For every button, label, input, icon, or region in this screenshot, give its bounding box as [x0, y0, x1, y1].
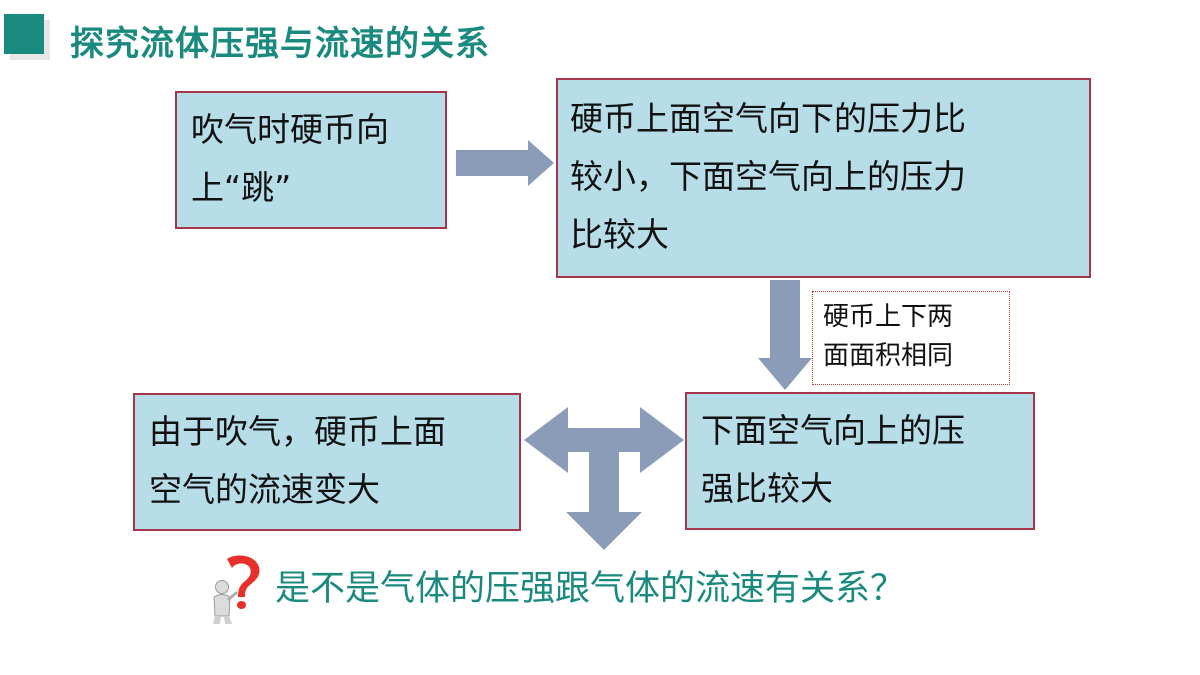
box-coin-jumps-line1: 吹气时硬币向: [191, 110, 389, 149]
right-arrow: [456, 140, 554, 186]
box-lower-pressure: 下面空气向上的压 强比较大: [685, 392, 1035, 530]
box-pressure-force-line1: 硬币上面空气向下的压力比: [570, 99, 966, 138]
title-decoration-square: [4, 14, 44, 54]
box-pressure-force: 硬币上面空气向下的压力比 较小，下面空气向上的压力 比较大: [556, 78, 1091, 278]
box-flow-speed-line1: 由于吹气，硬币上面: [149, 412, 446, 451]
note-same-area: 硬币上下两 面面积相同: [812, 291, 1010, 385]
note-same-area-line2: 面面积相同: [823, 341, 954, 371]
double-headed-arrow: [524, 407, 684, 473]
box-pressure-force-line3: 比较大: [570, 215, 669, 254]
question-text: 是不是气体的压强跟气体的流速有关系？: [275, 569, 906, 609]
box-lower-pressure-line2: 强比较大: [701, 469, 833, 508]
note-same-area-line1: 硬币上下两: [823, 302, 954, 332]
box-pressure-force-line2: 较小，下面空气向上的压力: [570, 157, 966, 196]
page-title: 探究流体压强与流速的关系: [70, 24, 490, 64]
box-coin-jumps-line2: 上“跳”: [191, 168, 292, 207]
box-coin-jumps: 吹气时硬币向 上“跳”: [175, 91, 447, 229]
box-flow-speed: 由于吹气，硬币上面 空气的流速变大: [133, 393, 521, 531]
box-flow-speed-line2: 空气的流速变大: [149, 470, 380, 509]
question-person-icon: [213, 555, 260, 624]
box-lower-pressure-line1: 下面空气向上的压: [701, 411, 965, 450]
question-down-arrow: [566, 452, 642, 550]
down-arrow: [758, 280, 812, 390]
